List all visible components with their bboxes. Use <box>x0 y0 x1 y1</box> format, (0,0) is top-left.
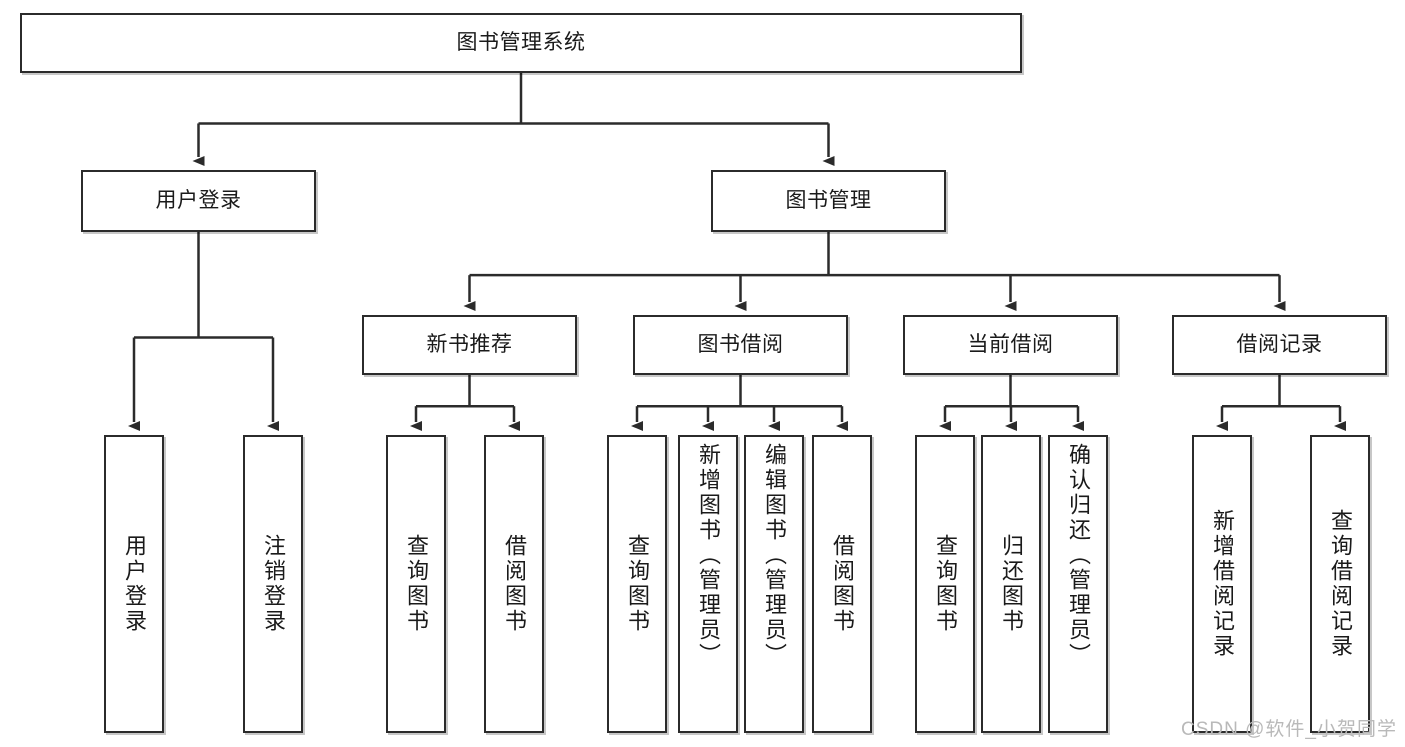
node-leaf-6[interactable]: 新增图书（管理员） <box>678 435 738 733</box>
node-label: 新增图书（管理员） <box>696 443 721 668</box>
node-bookmgmt[interactable]: 图书管理 <box>711 170 946 232</box>
node-label: 新书推荐 <box>426 333 513 357</box>
node-label: 图书管理 <box>785 189 872 213</box>
node-leaf-3[interactable]: 查询图书 <box>386 435 446 733</box>
node-leaf-1[interactable]: 用户登录 <box>104 435 164 733</box>
node-leaf-10[interactable]: 归还图书 <box>981 435 1041 733</box>
node-root[interactable]: 图书管理系统 <box>20 13 1022 73</box>
node-label: 用户登录 <box>155 189 242 213</box>
node-login[interactable]: 用户登录 <box>81 170 316 232</box>
node-label: 查询图书 <box>404 534 429 634</box>
node-label: 查询图书 <box>625 534 650 634</box>
node-label: 查询图书 <box>933 534 958 634</box>
node-label: 图书管理系统 <box>456 31 586 55</box>
node-label: 查询借阅记录 <box>1328 509 1353 659</box>
node-label: 新增借阅记录 <box>1210 509 1235 659</box>
node-leaf-13[interactable]: 查询借阅记录 <box>1310 435 1370 733</box>
node-label: 借阅图书 <box>830 534 855 634</box>
node-label: 归还图书 <box>999 534 1024 634</box>
node-newbook[interactable]: 新书推荐 <box>362 315 577 375</box>
node-leaf-7[interactable]: 编辑图书（管理员） <box>744 435 804 733</box>
node-current[interactable]: 当前借阅 <box>903 315 1118 375</box>
node-leaf-2[interactable]: 注销登录 <box>243 435 303 733</box>
node-label: 当前借阅 <box>967 333 1054 357</box>
node-leaf-5[interactable]: 查询图书 <box>607 435 667 733</box>
node-leaf-12[interactable]: 新增借阅记录 <box>1192 435 1252 733</box>
node-leaf-9[interactable]: 查询图书 <box>915 435 975 733</box>
node-leaf-4[interactable]: 借阅图书 <box>484 435 544 733</box>
node-label: 图书借阅 <box>697 333 784 357</box>
node-label: 编辑图书（管理员） <box>762 443 787 668</box>
node-borrow[interactable]: 图书借阅 <box>633 315 848 375</box>
node-records[interactable]: 借阅记录 <box>1172 315 1387 375</box>
node-leaf-11[interactable]: 确认归还（管理员） <box>1048 435 1108 733</box>
node-label: 注销登录 <box>261 534 286 634</box>
node-leaf-8[interactable]: 借阅图书 <box>812 435 872 733</box>
node-label: 借阅图书 <box>502 534 527 634</box>
node-label: 用户登录 <box>122 534 147 634</box>
node-label: 借阅记录 <box>1236 333 1323 357</box>
node-label: 确认归还（管理员） <box>1066 443 1091 668</box>
